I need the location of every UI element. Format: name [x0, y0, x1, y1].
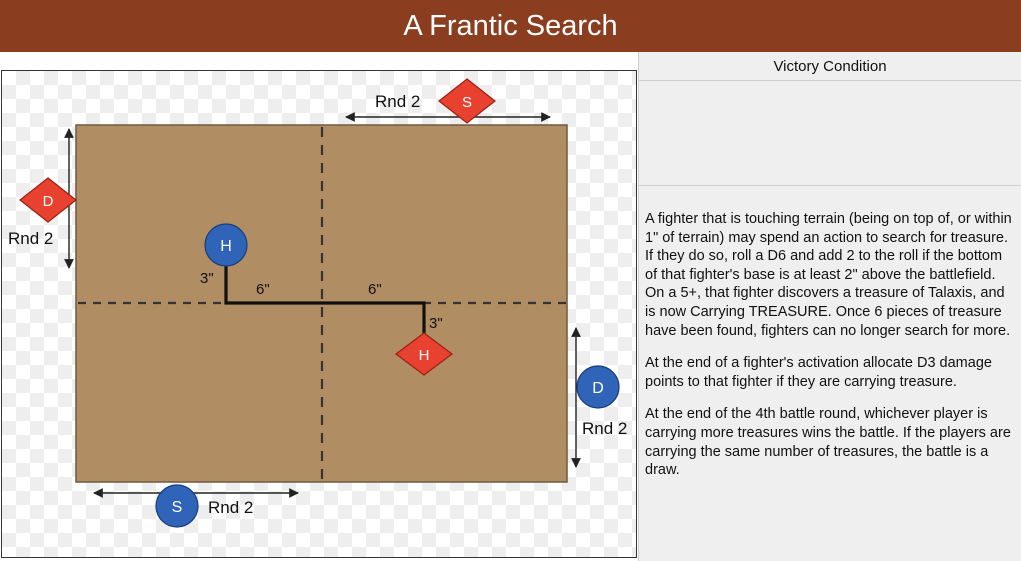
rnd2-label-top: Rnd 2	[375, 92, 420, 111]
blue-hero-label: H	[220, 238, 232, 255]
rule-paragraph-search: A fighter that is touching terrain (bein…	[645, 211, 1012, 339]
blue-start-marker: S	[155, 484, 199, 528]
title-bar: A Frantic Search	[0, 0, 1021, 52]
red-start-marker: S	[438, 78, 496, 124]
distance-label-3-right: 3"	[429, 315, 443, 332]
rnd2-label-right: Rnd 2	[582, 419, 627, 438]
red-start-label: S	[462, 94, 472, 111]
map-diagram: 3" 6" 6" 3" Rnd 2 Rnd 2 Rnd 2 Rnd 2 S D …	[8, 78, 627, 528]
red-hero-marker: H	[395, 332, 453, 376]
red-deploy-marker: D	[19, 177, 77, 223]
blue-deploy-marker: D	[576, 365, 620, 409]
distance-label-6-right: 6"	[368, 281, 382, 298]
rule-paragraph-victory: At the end of the 4th battle round, whic…	[645, 406, 1011, 479]
red-hero-label: H	[419, 347, 430, 364]
page-title: A Frantic Search	[403, 9, 618, 42]
blue-start-label: S	[172, 499, 183, 516]
distance-label-3-left: 3"	[200, 270, 214, 287]
red-deploy-label: D	[43, 193, 54, 210]
distance-path	[224, 264, 426, 336]
victory-condition-panel: Victory Condition A fighter that is touc…	[638, 52, 1021, 561]
distance-label-6-left: 6"	[256, 281, 270, 298]
panel-body: A fighter that is touching terrain (bein…	[639, 186, 1021, 480]
blue-hero-marker: H	[204, 223, 248, 267]
rnd2-label-bottom: Rnd 2	[208, 498, 253, 517]
rnd2-label-left: Rnd 2	[8, 229, 53, 248]
panel-header: Victory Condition	[639, 52, 1021, 81]
panel-spacer	[639, 81, 1021, 186]
blue-deploy-label: D	[592, 380, 604, 397]
panel-header-label: Victory Condition	[773, 57, 887, 75]
battle-map: 3" 6" 6" 3" Rnd 2 Rnd 2 Rnd 2 Rnd 2 S D …	[1, 70, 637, 558]
rule-paragraph-damage: At the end of a fighter's activation all…	[645, 355, 992, 390]
